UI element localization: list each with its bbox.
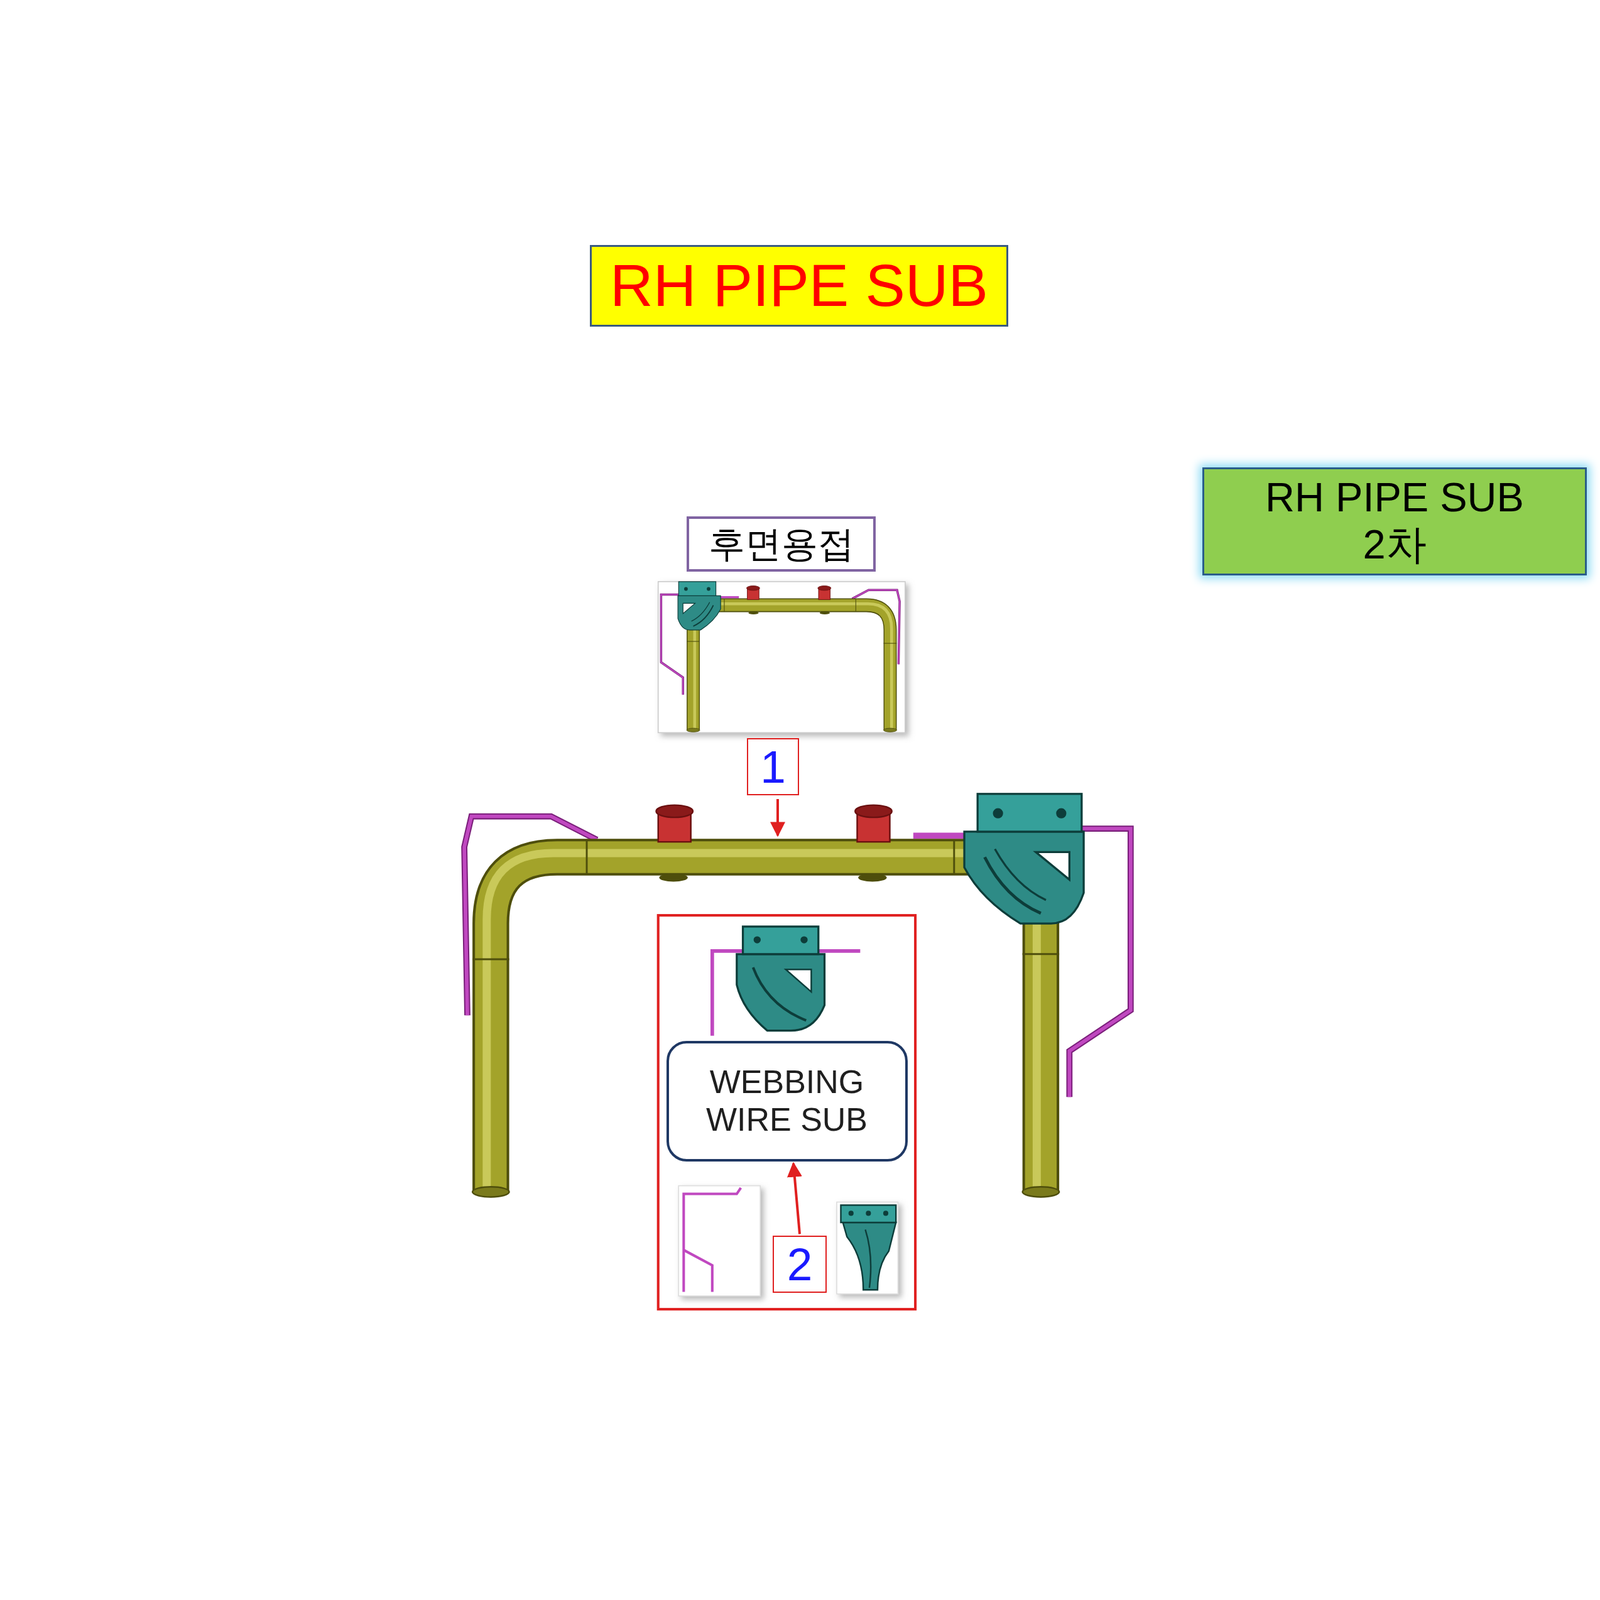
callout-number: 2 [772, 1235, 827, 1294]
connector-arrow [793, 1163, 800, 1235]
leader-arrow [776, 799, 779, 836]
stage-box: RH PIPE SUB 2차 [1202, 467, 1587, 576]
node-text: 후면용접 [708, 523, 855, 566]
group-frame [658, 915, 916, 1310]
title-banner: RH PIPE SUB [589, 244, 1009, 327]
node-text: 1 [760, 740, 786, 794]
node-text: WEBBING WIRE SUB [680, 1063, 894, 1139]
pipe-assembly [464, 794, 1131, 1198]
node-text: 2 [787, 1238, 813, 1291]
sub-assembly-box: WEBBING WIRE SUB [666, 1040, 908, 1162]
node-text: RH PIPE SUB 2차 [1256, 474, 1533, 569]
note-box: 후면용접 [686, 516, 876, 572]
callout-number: 1 [746, 738, 800, 796]
title-text: RH PIPE SUB [609, 251, 989, 320]
